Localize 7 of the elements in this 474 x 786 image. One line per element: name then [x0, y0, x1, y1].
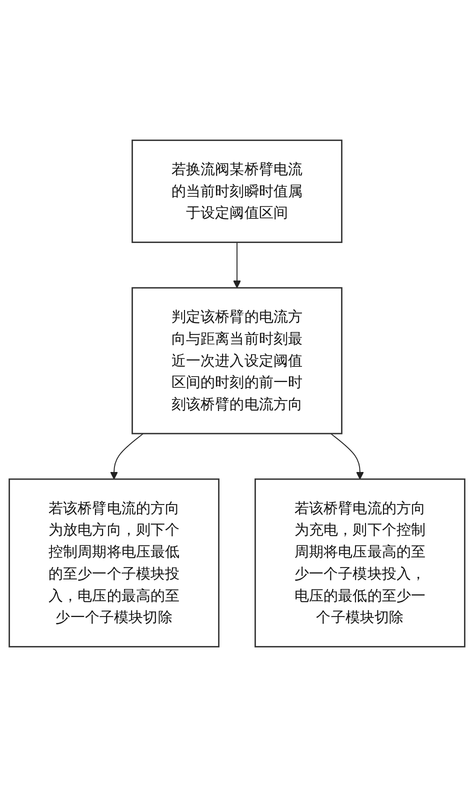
- node-box: 若换流阀某桥臂电流的当前时刻瞬时值属于设定阈值区间: [132, 139, 342, 242]
- arrow: [330, 432, 364, 479]
- arrow: [233, 241, 241, 288]
- node-box: 判定该桥臂的电流方向与距离当前时刻最近一次进入设定阈值区间的时刻的前一时刻该桥臂的电流方向: [132, 286, 342, 434]
- node-box: 若该桥臂电流的方向为充电，则下个控制周期将电压最高的至少一个子模块投入，电压的最低的至少一个子模块切除: [254, 478, 466, 647]
- arrow: [110, 432, 144, 479]
- node-box: 若该桥臂电流的方向为放电方向，则下个控制周期将电压最低的至少一个子模块投入，电压的最高的至少一个子模块切除: [8, 478, 220, 647]
